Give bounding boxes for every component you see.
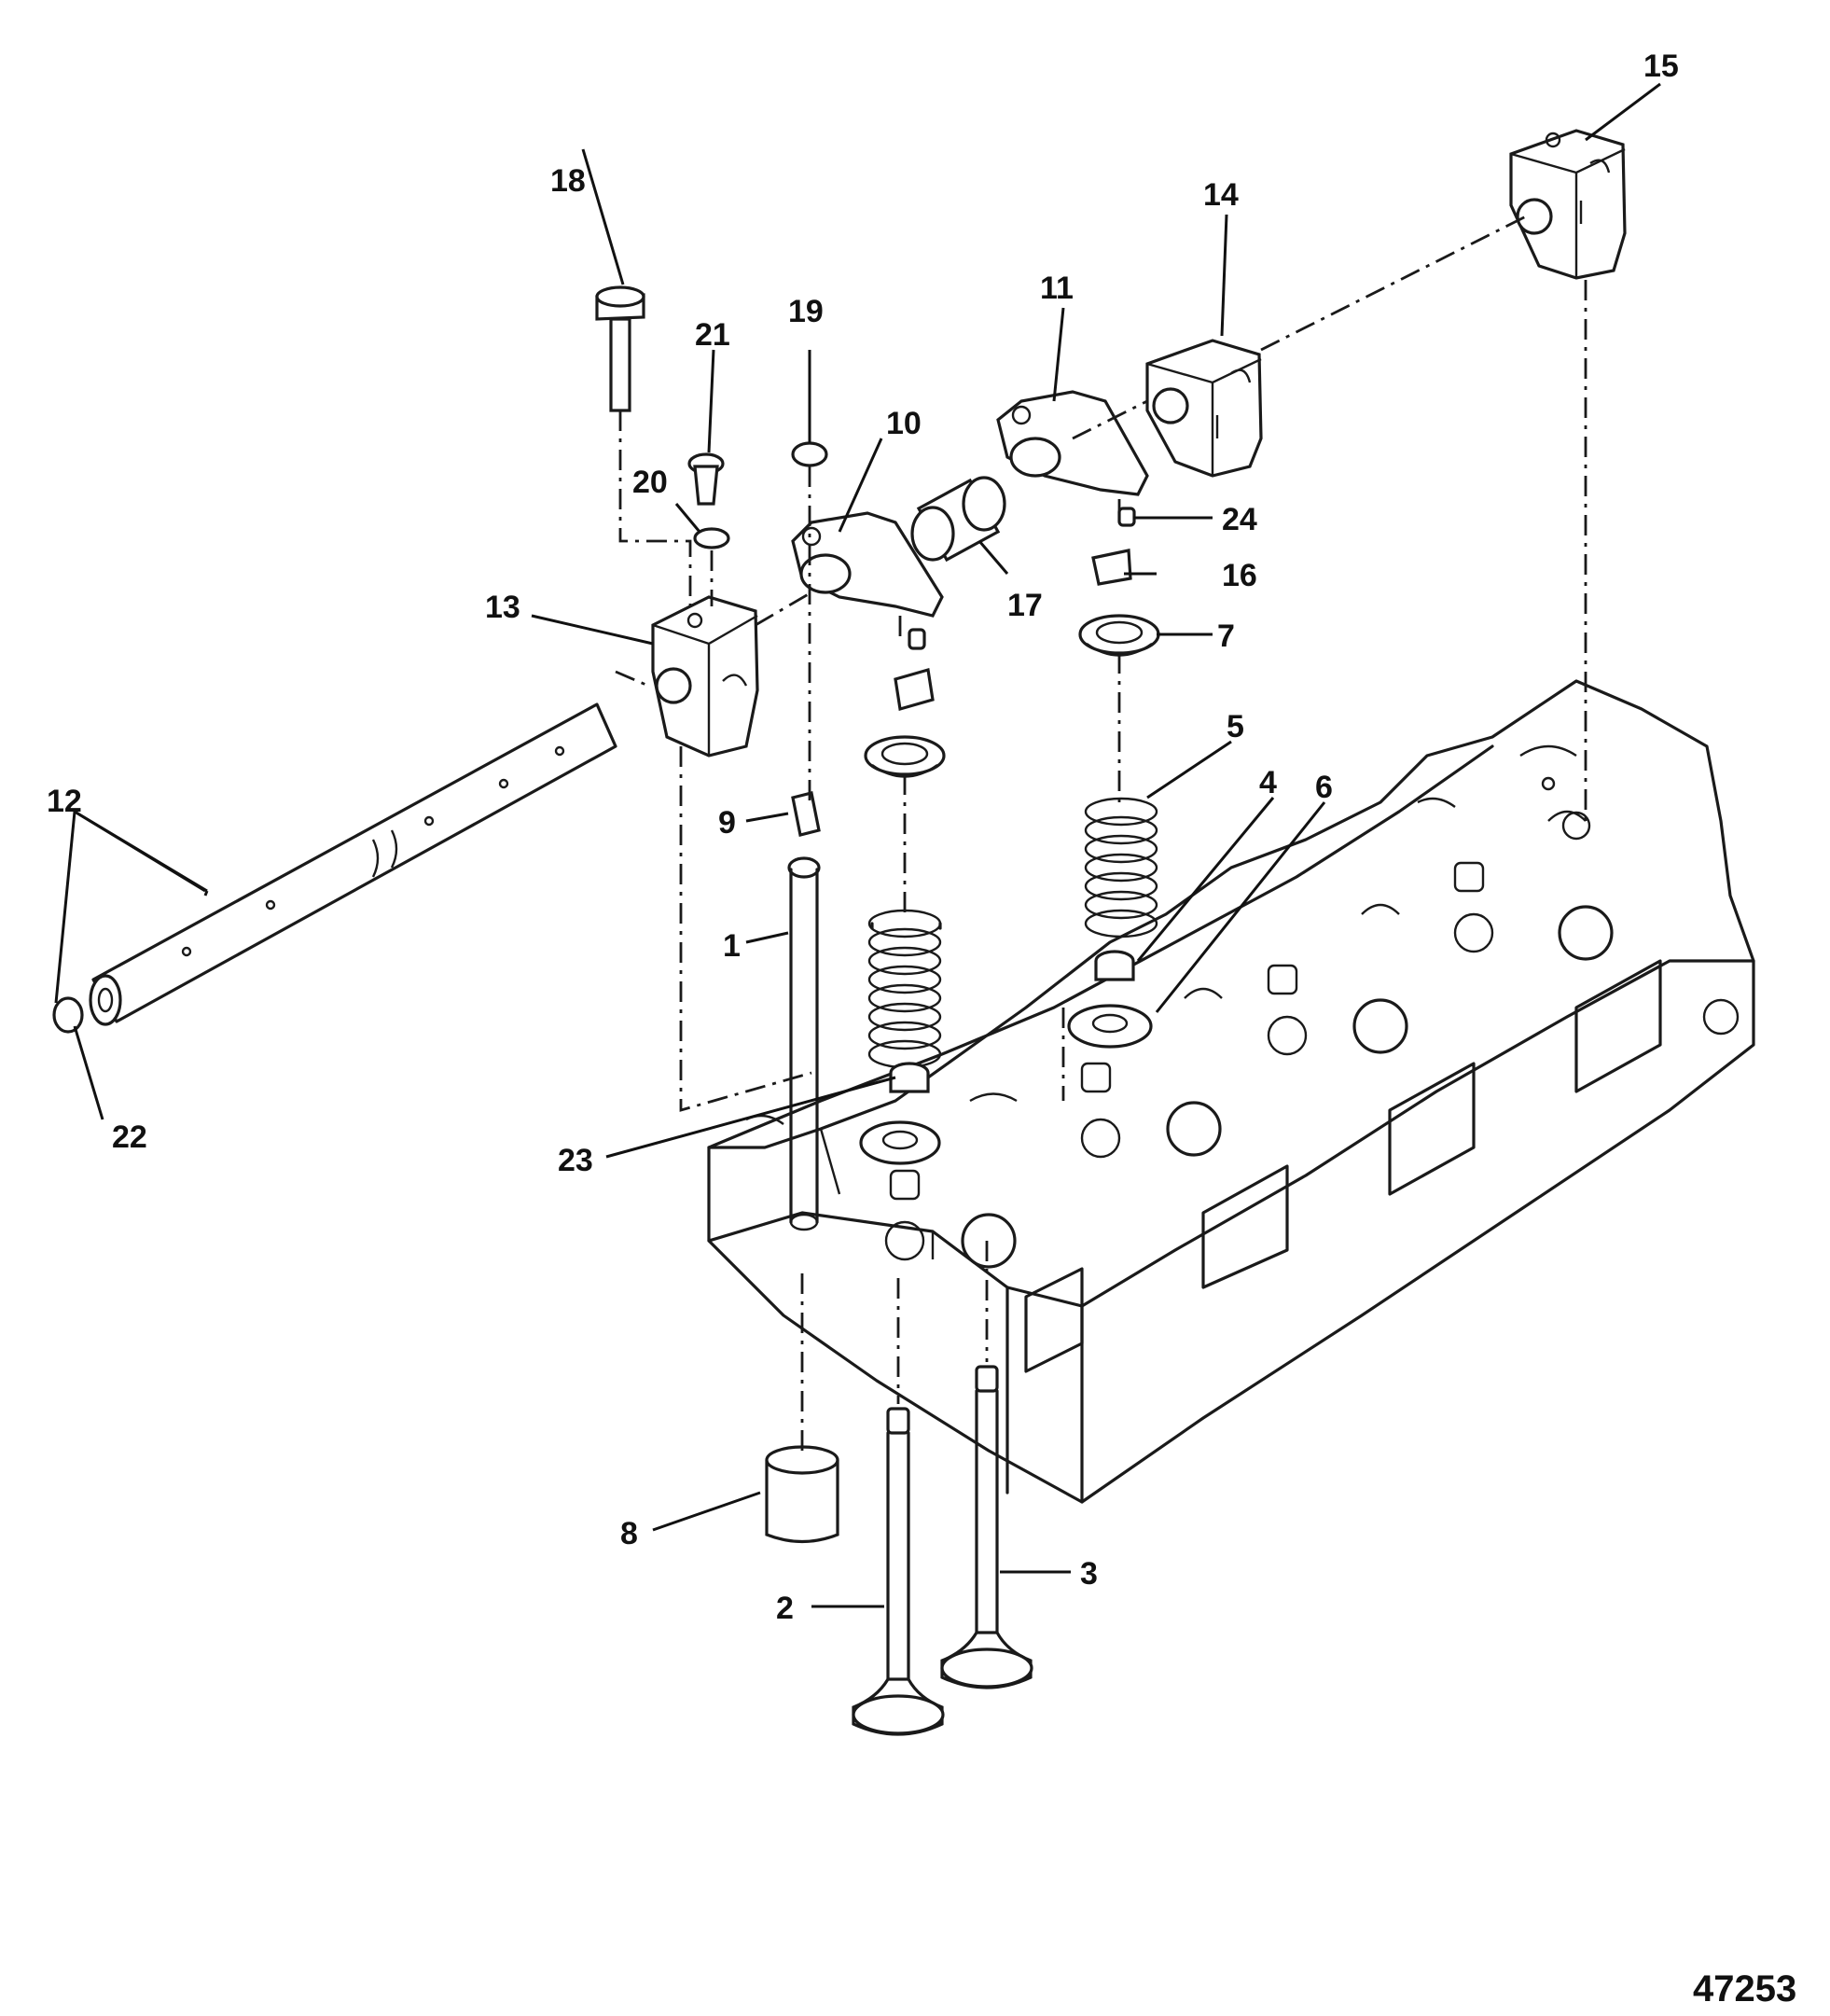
callout-7: 7 (1217, 619, 1235, 654)
callout-14: 14 (1203, 177, 1239, 213)
spring-seat-left (859, 1120, 941, 1165)
callout-19: 19 (788, 294, 824, 329)
valve-cotter-left (894, 628, 935, 712)
intake-valve (852, 1407, 945, 1736)
callout-10: 10 (886, 406, 922, 441)
assembly-centerlines (615, 213, 1587, 1451)
rocker-shaft (89, 702, 617, 1026)
callout-17: 17 (1007, 588, 1043, 623)
leader-lines (54, 82, 1661, 1608)
adjusting-nut (791, 441, 828, 467)
spring-seat-right (1067, 1004, 1153, 1049)
push-rod-cap (791, 791, 821, 837)
callout-4: 4 (1259, 765, 1277, 800)
callout-5: 5 (1227, 709, 1244, 744)
figure-number: 47253 (1693, 1968, 1796, 2009)
shaft-spring-spacer (910, 476, 1006, 563)
valve-stem-seal-left (889, 1062, 930, 1093)
callout-9: 9 (718, 805, 736, 841)
valve-spring-right (1084, 797, 1158, 938)
callout-13: 13 (485, 590, 520, 625)
callout-18: 18 (550, 163, 586, 199)
washer (693, 527, 730, 549)
callout-22: 22 (112, 1119, 147, 1155)
rocker-bracket-15 (1509, 129, 1627, 280)
callout-2: 2 (776, 1591, 794, 1626)
valve-cotter-right (1091, 507, 1136, 586)
valve-spring-left (867, 909, 942, 1069)
spring-retainer-left (864, 735, 946, 778)
callout-3: 3 (1080, 1556, 1098, 1592)
rocker-arm-10 (791, 511, 944, 618)
rocker-bracket-13 (651, 595, 759, 758)
rocker-bracket-14 (1145, 339, 1263, 478)
spring-retainer-right (1078, 614, 1160, 657)
callout-15: 15 (1643, 49, 1679, 84)
callout-23: 23 (558, 1143, 593, 1178)
shaft-plug (52, 996, 84, 1034)
callout-16: 16 (1222, 558, 1257, 593)
valve-stem-seal-right (1094, 950, 1135, 981)
valve-tappet (765, 1445, 839, 1544)
callout-6: 6 (1315, 770, 1333, 805)
exhaust-valve (940, 1365, 1033, 1689)
cylinder-head (707, 679, 1755, 1504)
callout-1: 1 (723, 928, 741, 964)
adjusting-screw (687, 452, 725, 506)
callout-12: 12 (47, 784, 82, 819)
callout-21: 21 (695, 317, 730, 353)
callout-24: 24 (1222, 502, 1257, 537)
callout-8: 8 (620, 1516, 638, 1551)
rocker-arm-11 (996, 390, 1149, 496)
callout-11: 11 (1040, 271, 1074, 306)
push-rod (787, 856, 821, 1231)
callout-20: 20 (632, 465, 668, 500)
bracket-bolt (595, 285, 645, 412)
